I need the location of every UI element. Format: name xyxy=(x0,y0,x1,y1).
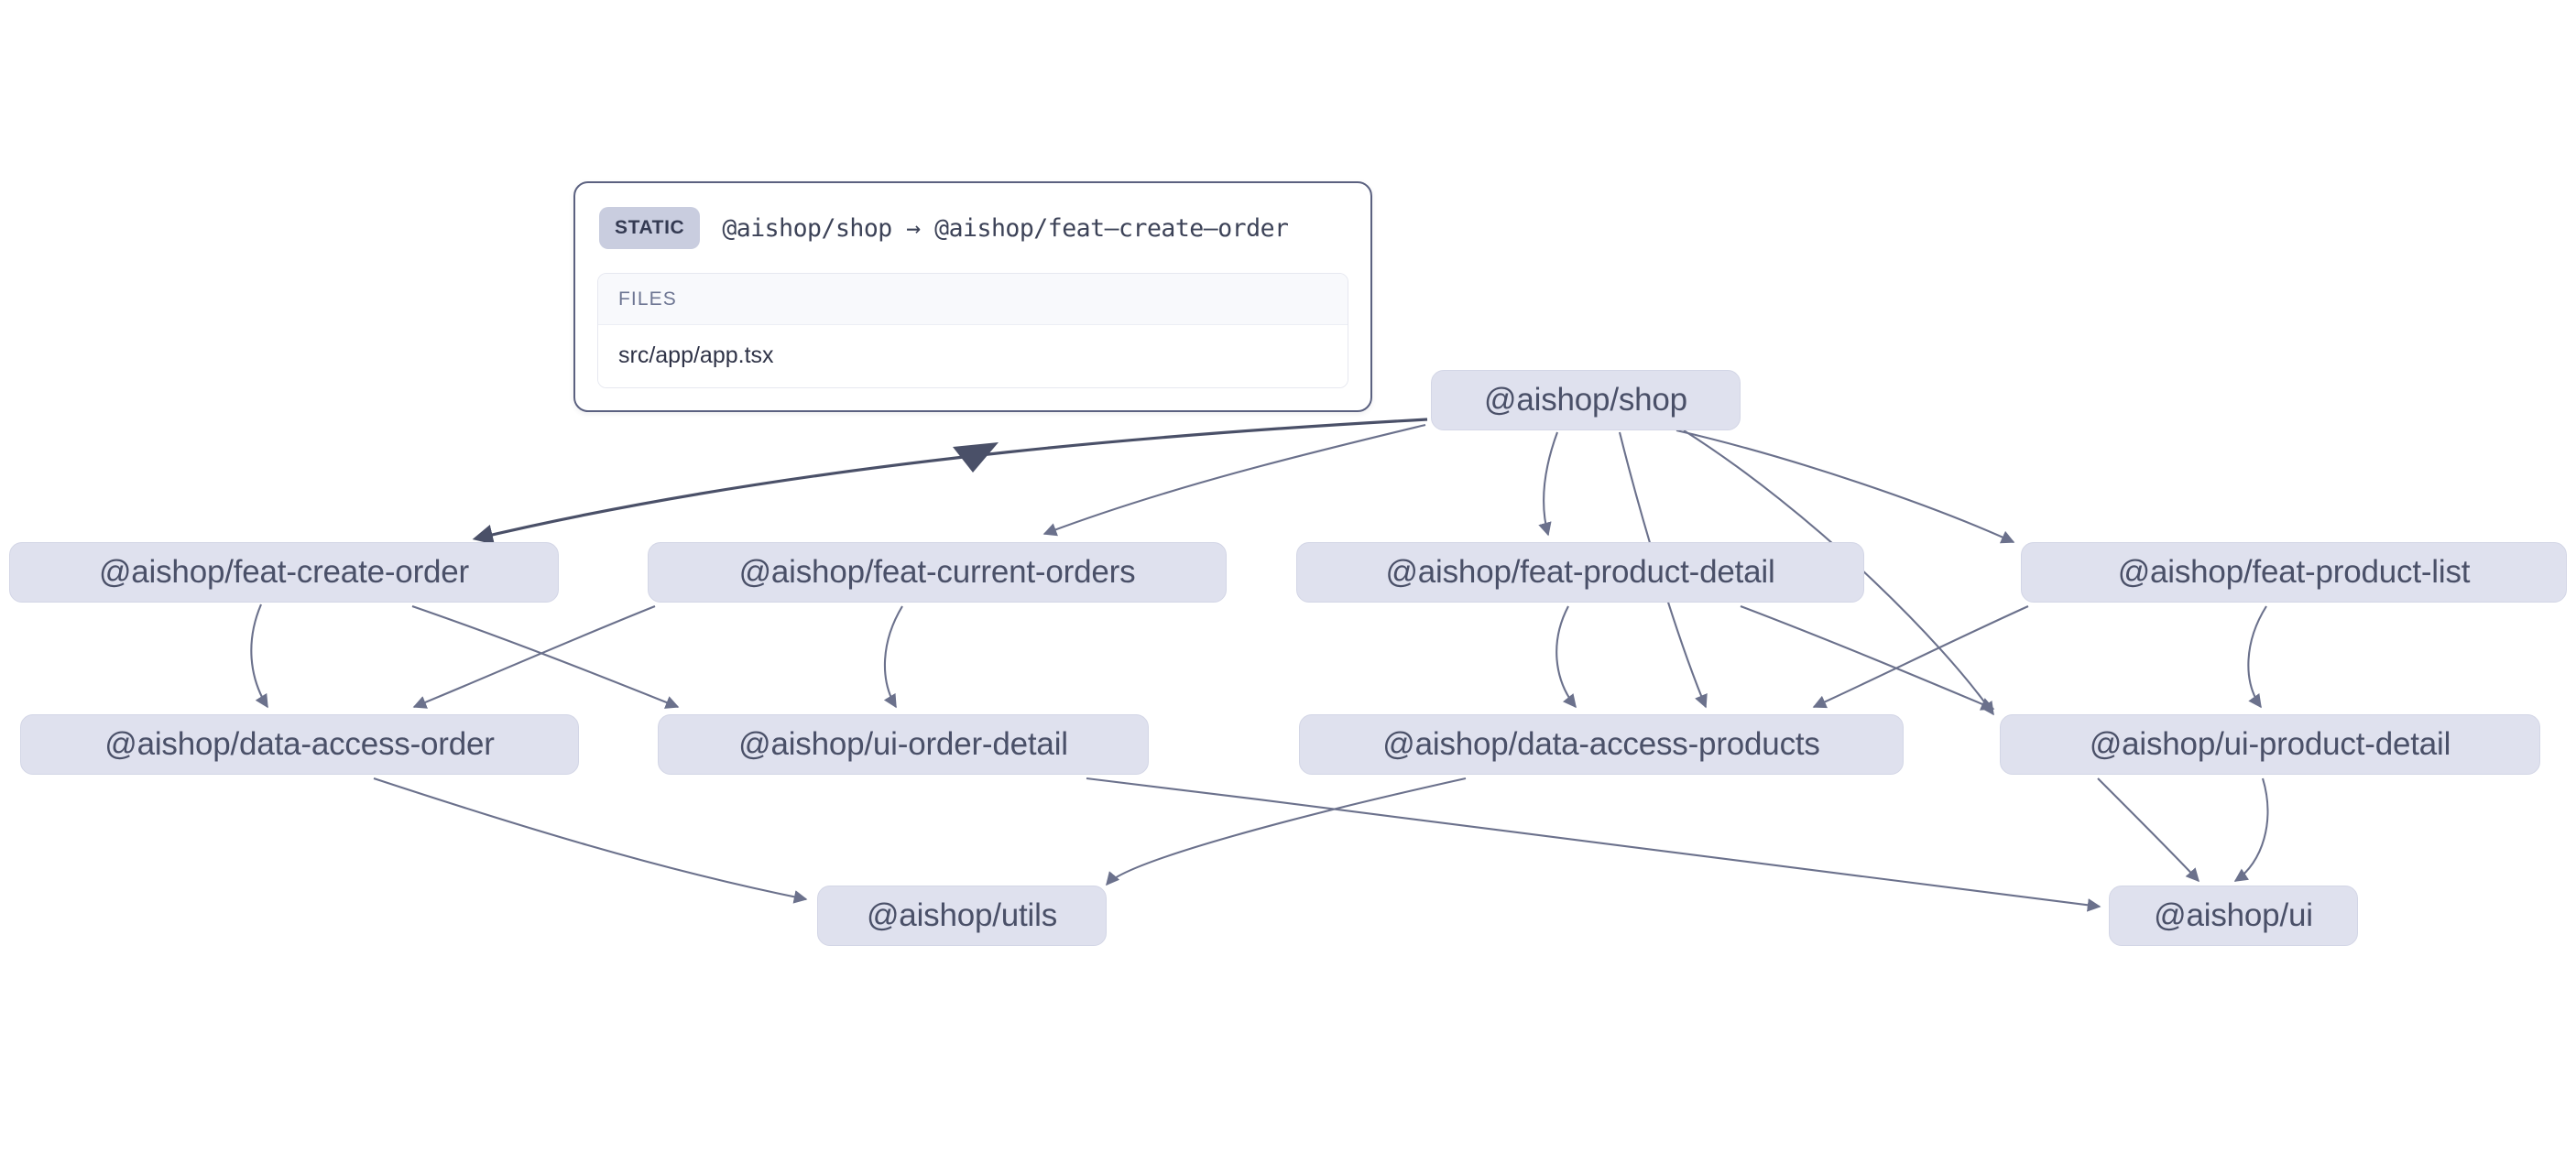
graph-node-label: @aishop/feat-product-list xyxy=(2117,554,2471,590)
edge-feat-create-order-to-data-access-order xyxy=(250,603,268,709)
graph-node-label: @aishop/shop xyxy=(1484,382,1687,418)
graph-node-feat-current-orders[interactable]: @aishop/feat-current-orders xyxy=(648,542,1227,603)
edge-feat-product-detail-to-ui-product-detail xyxy=(1740,605,1995,711)
edge-tooltip-header: STATIC @aishop/shop → @aishop/feat–creat… xyxy=(597,203,1348,255)
edge-shop-to-feat-create-order xyxy=(472,418,1428,545)
graph-node-ui-product-detail[interactable]: @aishop/ui-product-detail xyxy=(2000,714,2540,775)
edge-ui-order-detail-to-ui xyxy=(1086,777,2101,912)
edge-tooltip-title: @aishop/shop → @aishop/feat–create–order xyxy=(722,213,1289,243)
graph-node-ui[interactable]: @aishop/ui xyxy=(2109,886,2358,946)
graph-node-label: @aishop/ui xyxy=(2154,897,2313,933)
graph-node-label: @aishop/feat-create-order xyxy=(98,554,470,590)
edge-shop-to-feat-product-list xyxy=(1675,429,2015,544)
file-list-item[interactable]: src/app/app.tsx xyxy=(598,325,1348,387)
graph-node-label: @aishop/data-access-products xyxy=(1382,726,1820,762)
graph-node-label: @aishop/utils xyxy=(866,897,1058,933)
edge-feat-product-list-to-data-access-products xyxy=(1812,605,2029,709)
edge-tooltip-card: STATIC @aishop/shop → @aishop/feat–creat… xyxy=(573,181,1372,412)
edge-ui-product-detail-to-ui xyxy=(2097,777,2199,883)
edge-feat-current-orders-to-ui-order-detail xyxy=(883,605,903,709)
graph-node-shop[interactable]: @aishop/shop xyxy=(1431,370,1741,430)
files-panel-header: FILES xyxy=(598,274,1348,325)
edge-feat-current-orders-to-data-access-order xyxy=(412,605,656,709)
files-panel: FILES src/app/app.tsx xyxy=(597,273,1348,388)
edge-shop-to-feat-product-detail xyxy=(1538,431,1558,537)
graph-node-utils[interactable]: @aishop/utils xyxy=(817,886,1107,946)
graph-node-ui-order-detail[interactable]: @aishop/ui-order-detail xyxy=(658,714,1149,775)
graph-node-label: @aishop/feat-product-detail xyxy=(1385,554,1775,590)
graph-node-feat-product-detail[interactable]: @aishop/feat-product-detail xyxy=(1296,542,1864,603)
dependency-type-badge: STATIC xyxy=(599,207,701,249)
edge-feat-product-list-to-ui-product-detail xyxy=(2247,605,2267,709)
edge-data-access-products-to-utils xyxy=(1106,777,1467,886)
graph-node-feat-create-order[interactable]: @aishop/feat-create-order xyxy=(9,542,559,603)
edge-data-access-order-to-utils xyxy=(373,777,808,904)
graph-node-data-access-order[interactable]: @aishop/data-access-order xyxy=(20,714,579,775)
graph-node-label: @aishop/ui-order-detail xyxy=(738,726,1068,762)
edge-ui-product-detail-curve-to-ui xyxy=(2233,777,2269,882)
graph-node-label: @aishop/feat-current-orders xyxy=(738,554,1136,590)
graph-node-label: @aishop/data-access-order xyxy=(104,726,495,762)
edge-feat-product-detail-to-data-access-products xyxy=(1555,605,1577,709)
edge-shop-to-feat-current-orders xyxy=(1042,423,1426,537)
graph-node-label: @aishop/ui-product-detail xyxy=(2089,726,2451,762)
graph-node-data-access-products[interactable]: @aishop/data-access-products xyxy=(1299,714,1904,775)
edge-highlight-arrowhead xyxy=(953,442,999,473)
edge-feat-create-order-to-ui-order-detail xyxy=(411,605,680,709)
graph-node-feat-product-list[interactable]: @aishop/feat-product-list xyxy=(2021,542,2567,603)
